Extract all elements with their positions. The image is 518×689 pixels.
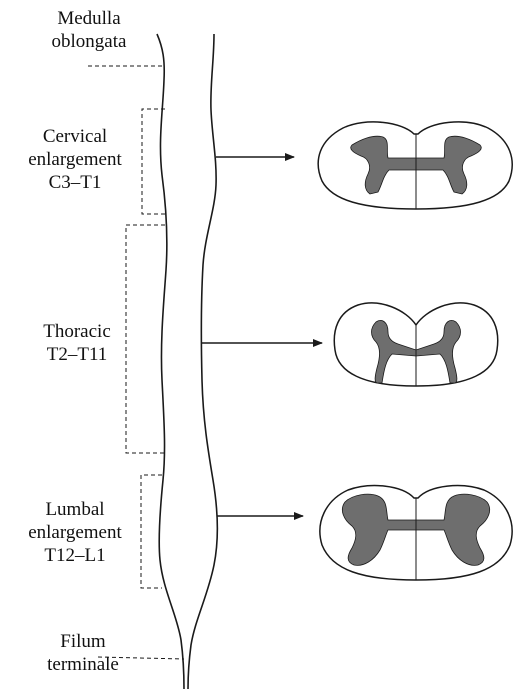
spinal-cord-right-edge — [188, 34, 217, 689]
spinal-cord-left-edge — [157, 34, 184, 689]
filum-leader — [98, 657, 184, 659]
thoracic-cross-section — [334, 303, 497, 386]
cervical-cross-section — [318, 122, 512, 209]
thoracic-bracket — [126, 225, 165, 453]
lumbal-cross-section — [320, 486, 512, 580]
